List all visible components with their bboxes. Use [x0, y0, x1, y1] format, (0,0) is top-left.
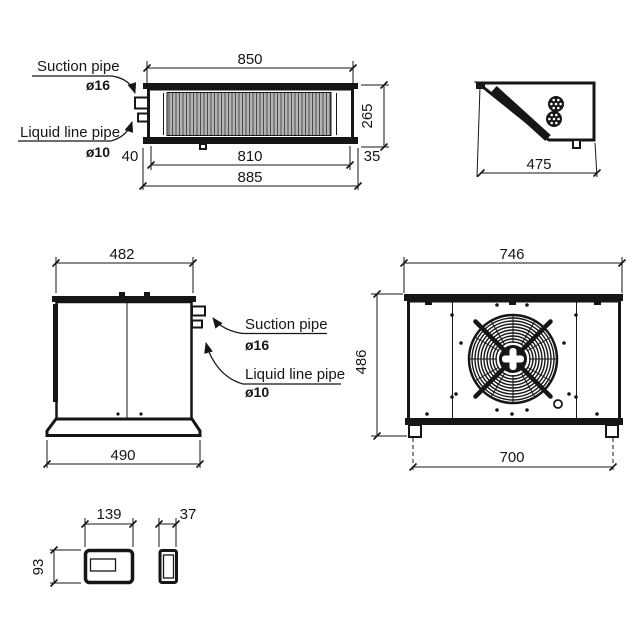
dim-139: 139 — [96, 506, 121, 523]
liquid-leader-arrow-side — [204, 342, 244, 385]
end-view-foot — [572, 139, 581, 149]
suction-diameter-label-side: ø16 — [245, 337, 269, 353]
side-view-body — [55, 300, 193, 421]
controller-side-view: 37 — [154, 506, 197, 584]
dim-40: 40 — [122, 148, 139, 165]
suction-pipe-stub-side — [191, 305, 206, 317]
side-view-top-bar — [52, 296, 196, 302]
suction-pipe-label-side: Suction pipe — [245, 316, 328, 333]
front-view-bottom-bar — [405, 418, 623, 425]
fan-guard — [467, 313, 559, 405]
suction-pipe-stub — [134, 96, 149, 110]
dim-746: 746 — [499, 246, 524, 263]
dim-850: 850 — [237, 51, 262, 68]
dim-475: 475 — [526, 156, 551, 173]
suction-pipe-label: Suction pipe — [37, 58, 120, 75]
foot-right — [605, 424, 619, 438]
guard-spoke — [518, 364, 553, 399]
foot-left — [408, 424, 422, 438]
liquid-pipe-label-side: Liquid line pipe — [245, 366, 345, 383]
top-view-front-flange — [143, 83, 358, 89]
pipe-flange-lower — [546, 111, 562, 127]
suction-diameter-label: ø16 — [86, 77, 110, 93]
dim-37: 37 — [180, 506, 197, 523]
bottom-stub — [199, 143, 207, 150]
drain-hole — [553, 399, 563, 409]
dim-93: 93 — [30, 559, 47, 576]
side-view: 482 490 Suction pipe ø16 Liquid line pip… — [42, 246, 345, 469]
controller-front-view: 139 93 — [30, 506, 138, 588]
dim-482: 482 — [109, 246, 134, 263]
dim-486: 486 — [353, 349, 370, 374]
liquid-pipe-stub-side — [191, 319, 203, 329]
top-view-rear-bar — [143, 137, 358, 144]
liquid-pipe-stub — [137, 112, 149, 123]
guard-spoke — [473, 364, 508, 399]
dim-265: 265 — [359, 103, 376, 128]
screw-dots — [425, 303, 599, 416]
top-view: 850 265 40 810 35 885 Suct — [18, 51, 389, 191]
dim-700: 700 — [499, 449, 524, 466]
end-view: 475 — [473, 81, 602, 178]
dim-810: 810 — [237, 148, 262, 165]
liquid-diameter-label: ø10 — [86, 144, 110, 160]
pipe-flange-upper — [548, 96, 564, 112]
dim-885: 885 — [237, 169, 262, 186]
controller-display — [89, 558, 117, 572]
suction-leader-arrow — [111, 75, 137, 94]
dim-35: 35 — [364, 148, 381, 165]
liquid-pipe-label: Liquid line pipe — [20, 124, 120, 141]
front-view: 746 — [353, 246, 627, 472]
liquid-leader-arrow — [110, 121, 134, 142]
side-view-base — [45, 417, 202, 437]
condenser-coil-hatch — [166, 92, 332, 136]
guard-spoke — [473, 319, 508, 354]
front-view-top-bar — [404, 294, 623, 301]
suction-leader-arrow-side — [212, 317, 244, 335]
controller-side-slot — [162, 554, 175, 579]
coil-slab — [491, 86, 551, 141]
guard-spoke — [518, 319, 553, 354]
liquid-diameter-label-side: ø10 — [245, 384, 269, 400]
dim-490: 490 — [110, 447, 135, 464]
